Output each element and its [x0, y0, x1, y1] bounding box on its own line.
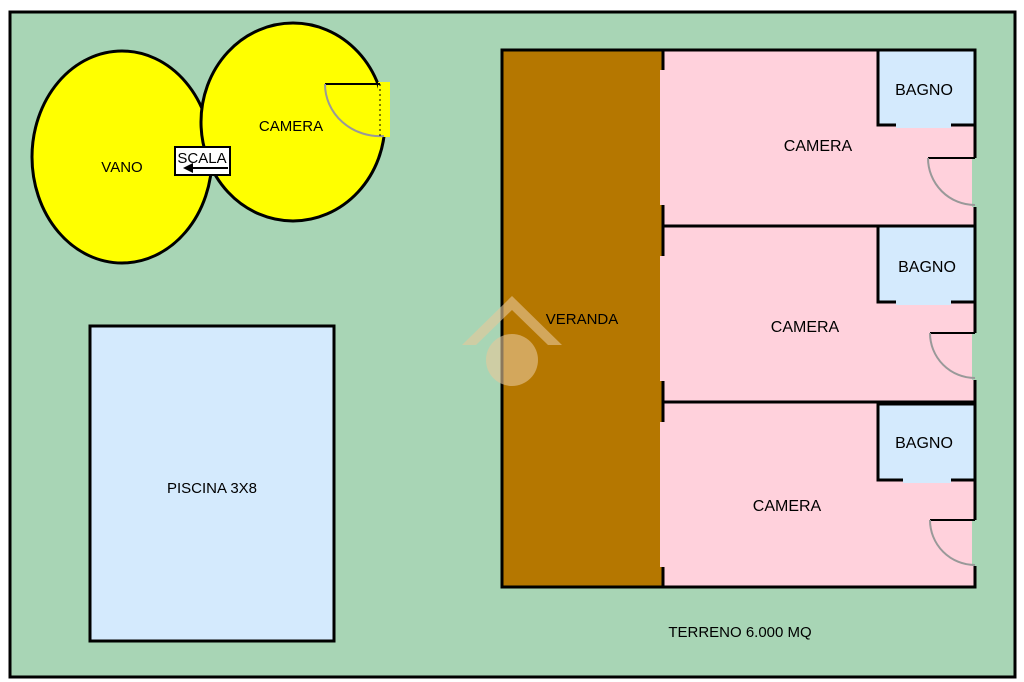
veranda-door-gap-1 [660, 70, 666, 205]
veranda-door-gap-2 [660, 256, 666, 381]
bathroom-1-label: BAGNO [895, 82, 953, 99]
bathroom-2-label: BAGNO [898, 259, 956, 276]
terreno-label: TERRENO 6.000 MQ [668, 624, 811, 641]
stair-box [174, 146, 231, 176]
exterior-door-arc-1 [927, 157, 976, 206]
round-camera-doorway [378, 82, 390, 137]
watermark-circle-icon [486, 334, 538, 386]
bathroom-door-gap-2 [896, 299, 951, 305]
watermark-logo [462, 296, 562, 386]
veranda-label: VERANDA [546, 311, 619, 328]
camera-round-label: CAMERA [259, 118, 323, 135]
pool-label: PISCINA 3X8 [167, 480, 257, 497]
vano-label: VANO [101, 159, 142, 176]
bathroom-1 [876, 48, 977, 127]
bedroom-1-label: CAMERA [784, 138, 853, 155]
exterior-door-arc-3 [929, 519, 976, 566]
bedroom-3-label: CAMERA [753, 498, 822, 515]
bathroom-door-gap-3 [903, 477, 951, 483]
exterior-door-arc-2 [929, 332, 976, 379]
main-house: VERANDA CAMERA CAMERA CAMERA BAGNO BAGNO… [500, 48, 980, 589]
exterior-door-gap-2 [972, 333, 980, 380]
pool [88, 324, 336, 643]
veranda-door-gap-3 [660, 422, 666, 567]
bedroom-2-label: CAMERA [771, 319, 840, 336]
bathroom-2 [876, 224, 977, 304]
stair-arrow-head [183, 163, 193, 173]
exterior-door-gap-1 [972, 158, 980, 207]
round-building: VANO CAMERA SCALA [30, 21, 390, 265]
stair-rect [174, 146, 231, 176]
round-camera-door-arc [323, 83, 385, 138]
watermark-roof-icon [462, 296, 562, 345]
bathroom-3-label: BAGNO [895, 435, 953, 452]
bathroom-door-gap-1 [896, 122, 951, 128]
exterior-door-gap-3 [972, 520, 980, 566]
scala-label: SCALA [177, 150, 226, 167]
